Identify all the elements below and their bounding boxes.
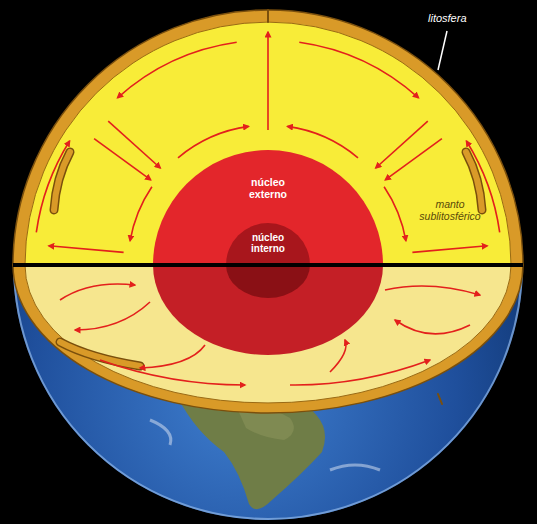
convection-arrow bbox=[290, 360, 430, 385]
convection-arrow bbox=[330, 340, 346, 372]
inner-core-shape bbox=[226, 223, 310, 265]
convection-arrow bbox=[60, 284, 135, 300]
lithosphere-slab bbox=[267, 10, 269, 22]
outer-core: núcleo externo núcleo interno bbox=[153, 150, 383, 380]
convection-arrow bbox=[384, 187, 406, 241]
lower-mantle-section bbox=[13, 265, 523, 413]
convection-arrow bbox=[376, 121, 428, 168]
equator-cut-line bbox=[13, 263, 523, 267]
lithosphere-slab bbox=[54, 152, 70, 210]
convection-arrow bbox=[94, 139, 151, 180]
convection-arrow bbox=[288, 126, 359, 157]
convection-arrow bbox=[49, 246, 124, 253]
lithosphere-slab bbox=[60, 342, 140, 366]
convection-arrow bbox=[36, 32, 499, 385]
convection-arrow bbox=[267, 32, 269, 130]
lithosphere-slab bbox=[54, 10, 482, 404]
lithosphere-slab bbox=[466, 152, 482, 210]
convection-arrow bbox=[36, 141, 69, 232]
globe-surface bbox=[13, 10, 523, 520]
globe-surface bbox=[150, 420, 171, 445]
layer-name: núcleo interno bbox=[237, 232, 299, 254]
outer-core-shape bbox=[153, 265, 383, 355]
leader-line bbox=[438, 31, 447, 70]
upper-mantle-section bbox=[25, 22, 511, 265]
lithosphere-slab bbox=[60, 342, 140, 366]
convection-arrow bbox=[178, 126, 249, 157]
convection-arrow bbox=[118, 42, 237, 98]
lower-mantle-section bbox=[13, 265, 523, 413]
mantle-region: manto sublitosfériconúcleo externonúcleo… bbox=[13, 10, 523, 520]
convection-arrow bbox=[75, 302, 150, 330]
convection-arrow bbox=[140, 345, 205, 368]
upper-mantle-section bbox=[13, 10, 523, 265]
upper-mantle-section bbox=[13, 10, 523, 265]
inner-core-shape bbox=[226, 223, 310, 298]
globe-surface bbox=[14, 11, 522, 519]
convection-arrow bbox=[130, 187, 152, 241]
outer-core-shape bbox=[153, 150, 383, 265]
lithosphere-slab bbox=[54, 152, 70, 210]
convection-arrow bbox=[412, 246, 487, 253]
lithosphere-slab bbox=[466, 152, 482, 210]
convection-arrow bbox=[108, 121, 160, 168]
globe-surface bbox=[330, 465, 380, 470]
inner-core-shape bbox=[226, 265, 310, 298]
convection-arrow bbox=[395, 320, 470, 334]
convection-arrow bbox=[385, 139, 442, 180]
convection-arrow bbox=[299, 42, 418, 98]
part-label: litosfera bbox=[428, 12, 467, 24]
lower-mantle-section bbox=[25, 265, 511, 403]
inner-core: núcleo interno bbox=[226, 223, 310, 307]
outer-core-shape bbox=[153, 150, 383, 355]
convection-arrow bbox=[385, 286, 480, 295]
globe-surface bbox=[13, 10, 523, 520]
lithosphere-slab bbox=[438, 394, 442, 404]
layer-name: manto sublitosférico bbox=[407, 199, 493, 223]
layer-name: núcleo externo bbox=[232, 177, 304, 201]
